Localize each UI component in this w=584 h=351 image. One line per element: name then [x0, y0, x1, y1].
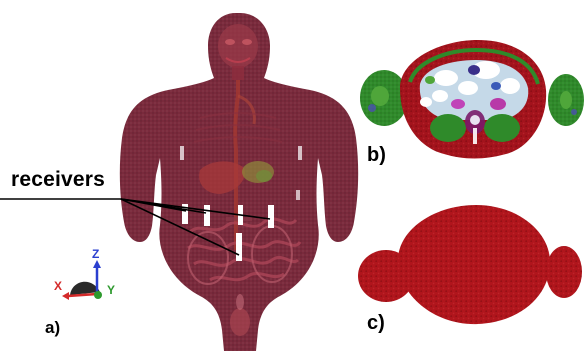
body-phantom — [120, 13, 358, 351]
receivers-label: receivers — [11, 168, 105, 192]
cross-section-tissues — [360, 40, 584, 159]
axis-triad — [62, 260, 102, 300]
receiver-marker — [236, 233, 242, 261]
receiver-marker — [204, 205, 210, 226]
axis-y-label: Y — [107, 283, 115, 297]
panel-b-label: b) — [367, 144, 386, 167]
axis-x-label: X — [54, 279, 62, 293]
panel-c-label: c) — [367, 312, 385, 335]
cross-section-homogeneous — [358, 205, 582, 324]
panel-a-label: a) — [45, 318, 60, 338]
axis-z-label: Z — [92, 247, 99, 261]
axis-y-dot — [94, 291, 102, 299]
receiver-marker — [268, 205, 274, 228]
